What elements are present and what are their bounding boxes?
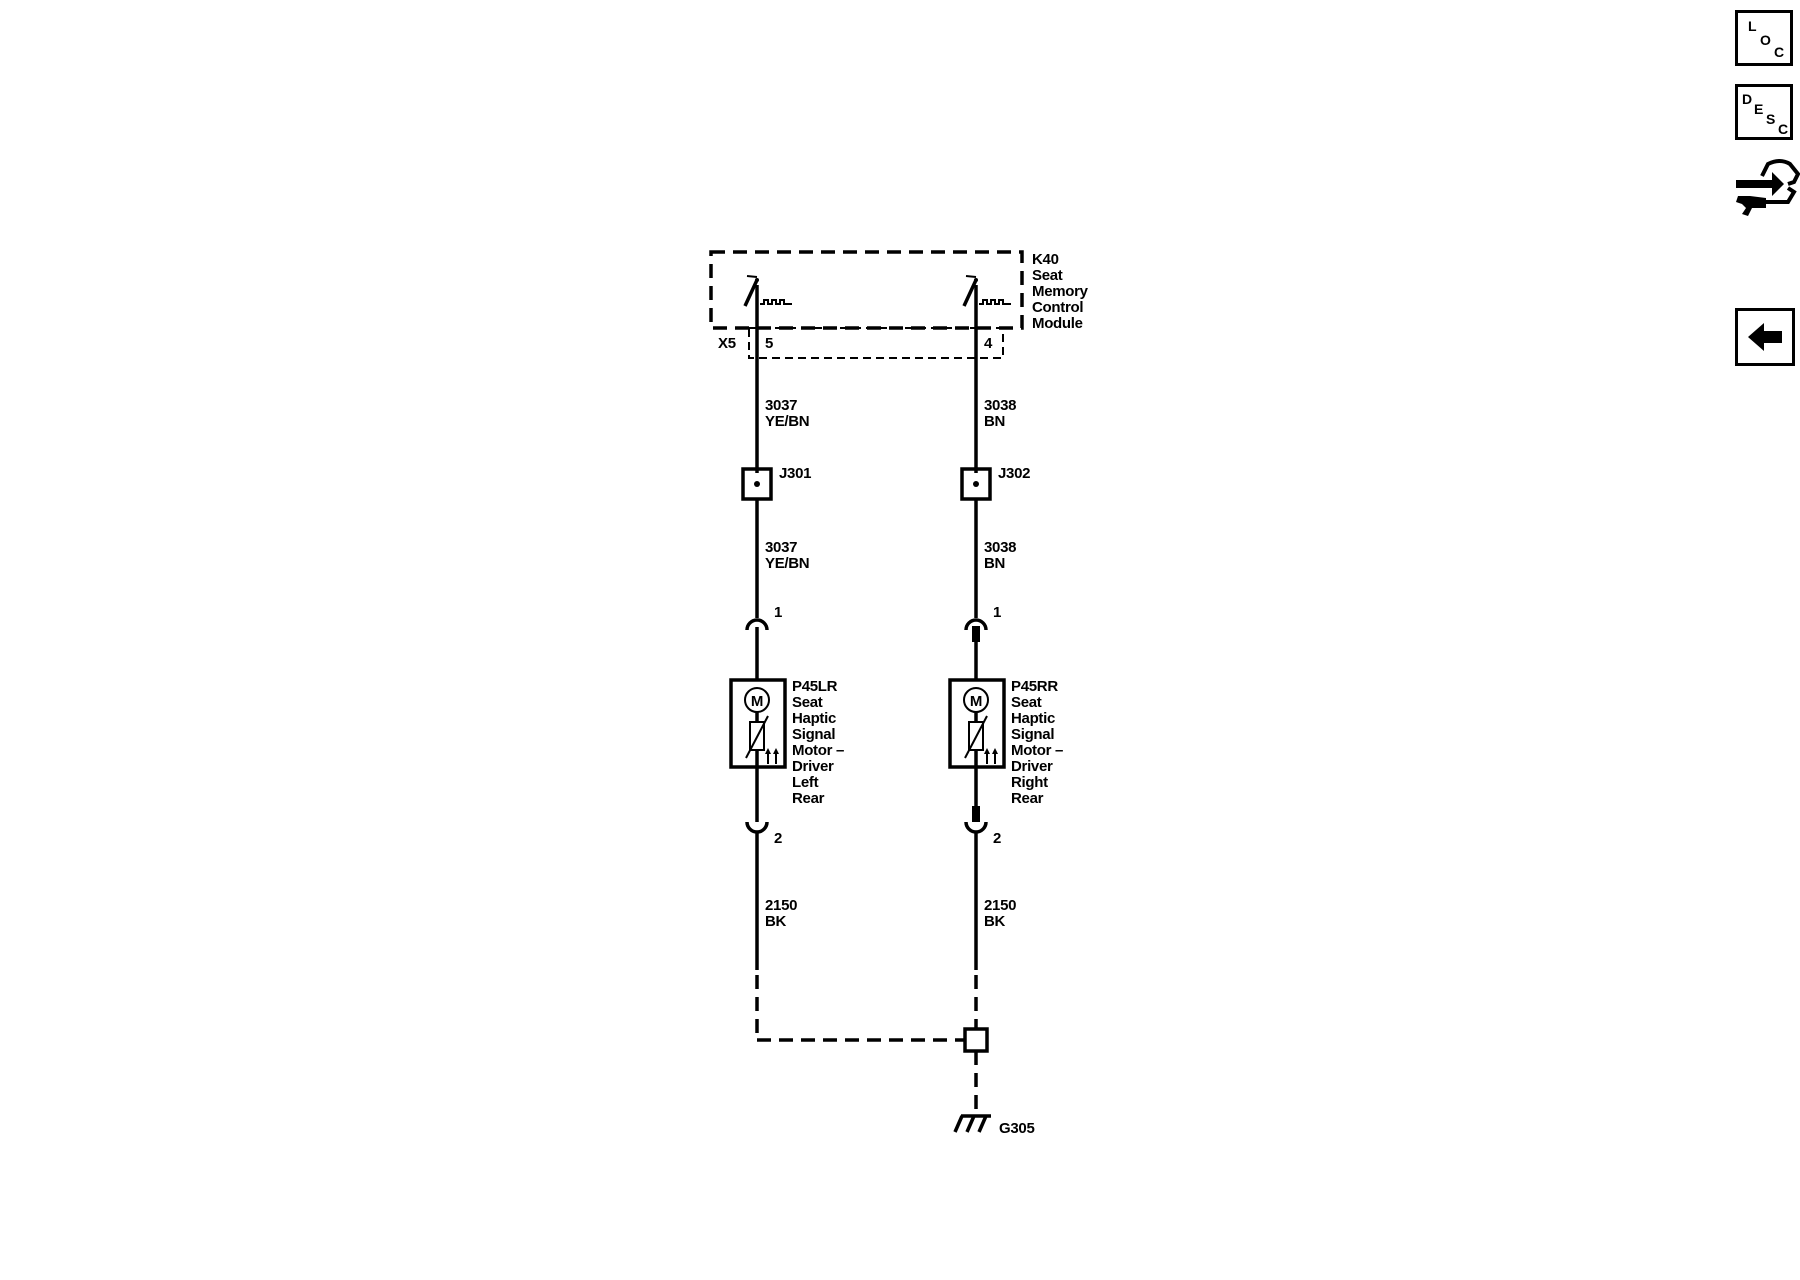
ground-wire-color-right: BK — [984, 913, 1006, 930]
motor-label-right-5: Motor – — [1011, 742, 1063, 759]
module-label-line-4: Control — [1032, 299, 1083, 316]
ground-symbol-icon — [953, 1114, 991, 1133]
motor-label-right-2: Seat — [1011, 694, 1042, 711]
wire-lower-color-left: YE/BN — [765, 555, 809, 572]
module-label-line-5: Module — [1032, 315, 1083, 332]
desc-letter-e: E — [1754, 101, 1764, 117]
motor-label-right-3: Haptic — [1011, 710, 1055, 727]
module-label-line-1: K40 — [1032, 251, 1059, 268]
desc-letter-d: D — [1742, 91, 1753, 107]
connector-x5-box — [748, 327, 1004, 359]
motor-label-left-1: P45LR — [792, 678, 838, 695]
motor-symbol-right: M — [970, 693, 982, 710]
motor-label-right-1: P45RR — [1011, 678, 1058, 695]
motor-label-left-6: Driver — [792, 758, 834, 775]
motor-p45rr[interactable]: M — [948, 678, 1006, 769]
wire-upper-color-right: BN — [984, 413, 1005, 430]
loc-letter-o: O — [1760, 32, 1771, 48]
motor-label-left-4: Signal — [792, 726, 835, 743]
wire-lower-number-left: 3037 — [765, 539, 797, 556]
splice-label-right: J302 — [998, 465, 1030, 482]
module-switch-left-icon — [743, 275, 792, 307]
wire-lower-number-right: 3038 — [984, 539, 1016, 556]
splice-label-left: J301 — [779, 465, 811, 482]
module-label-line-2: Seat — [1032, 267, 1063, 284]
splice-j302[interactable] — [960, 467, 992, 501]
module-label-line-3: Memory — [1032, 283, 1089, 300]
desc-letter-s: S — [1766, 111, 1776, 127]
motor-label-left-8: Rear — [792, 790, 825, 807]
loc-letter-l: L — [1748, 18, 1757, 34]
circuit-right: 4 3038 BN J302 3038 BN 1 M — [948, 275, 1063, 1028]
motor-label-left-7: Left — [792, 774, 819, 791]
ground-label: G305 — [999, 1120, 1035, 1137]
motor-label-right-6: Driver — [1011, 758, 1053, 775]
splice-j301[interactable] — [741, 467, 773, 501]
connector-hand-icon[interactable] — [1732, 150, 1800, 220]
ground-wire-color-left: BK — [765, 913, 787, 930]
motor-label-right-8: Rear — [1011, 790, 1044, 807]
heat-arrows-left-icon — [765, 748, 779, 764]
motor-pin-bottom-left: 2 — [774, 830, 782, 847]
ground-g305[interactable]: G305 — [953, 1027, 1035, 1137]
arrow-left-icon — [1748, 323, 1782, 351]
wire-upper-number-left: 3037 — [765, 397, 797, 414]
motor-pin-bottom-right: 2 — [993, 830, 1001, 847]
pin-label-right: 4 — [984, 335, 993, 352]
motor-label-left-3: Haptic — [792, 710, 836, 727]
wire-upper-number-right: 3038 — [984, 397, 1016, 414]
motor-label-left-2: Seat — [792, 694, 823, 711]
description-button[interactable]: D E S C — [1735, 84, 1793, 140]
motor-label-left-5: Motor – — [792, 742, 844, 759]
ground-wire-number-left: 2150 — [765, 897, 797, 914]
motor-symbol-left: M — [751, 693, 763, 710]
connector-label: X5 — [718, 335, 736, 352]
ground-wire-number-right: 2150 — [984, 897, 1016, 914]
motor-label-right-4: Signal — [1011, 726, 1054, 743]
wire-upper-color-left: YE/BN — [765, 413, 809, 430]
heat-arrows-right-icon — [984, 748, 998, 764]
desc-letter-c: C — [1778, 121, 1789, 137]
circuit-left: 5 3037 YE/BN J301 3037 YE/BN 1 M — [729, 275, 964, 1042]
motor-pin-top-left: 1 — [774, 604, 782, 621]
pin-label-left: 5 — [765, 335, 773, 352]
loc-letter-c: C — [1774, 44, 1785, 60]
motor-label-right-7: Right — [1011, 774, 1048, 791]
location-button[interactable]: L O C — [1735, 10, 1793, 66]
motor-p45lr[interactable]: M — [729, 678, 787, 769]
motor-pin-top-right: 1 — [993, 604, 1001, 621]
module-k40[interactable]: K40 Seat Memory Control Module X5 — [709, 250, 1089, 359]
back-button[interactable] — [1735, 308, 1795, 366]
wire-lower-color-right: BN — [984, 555, 1005, 572]
module-switch-right-icon — [962, 275, 1011, 307]
